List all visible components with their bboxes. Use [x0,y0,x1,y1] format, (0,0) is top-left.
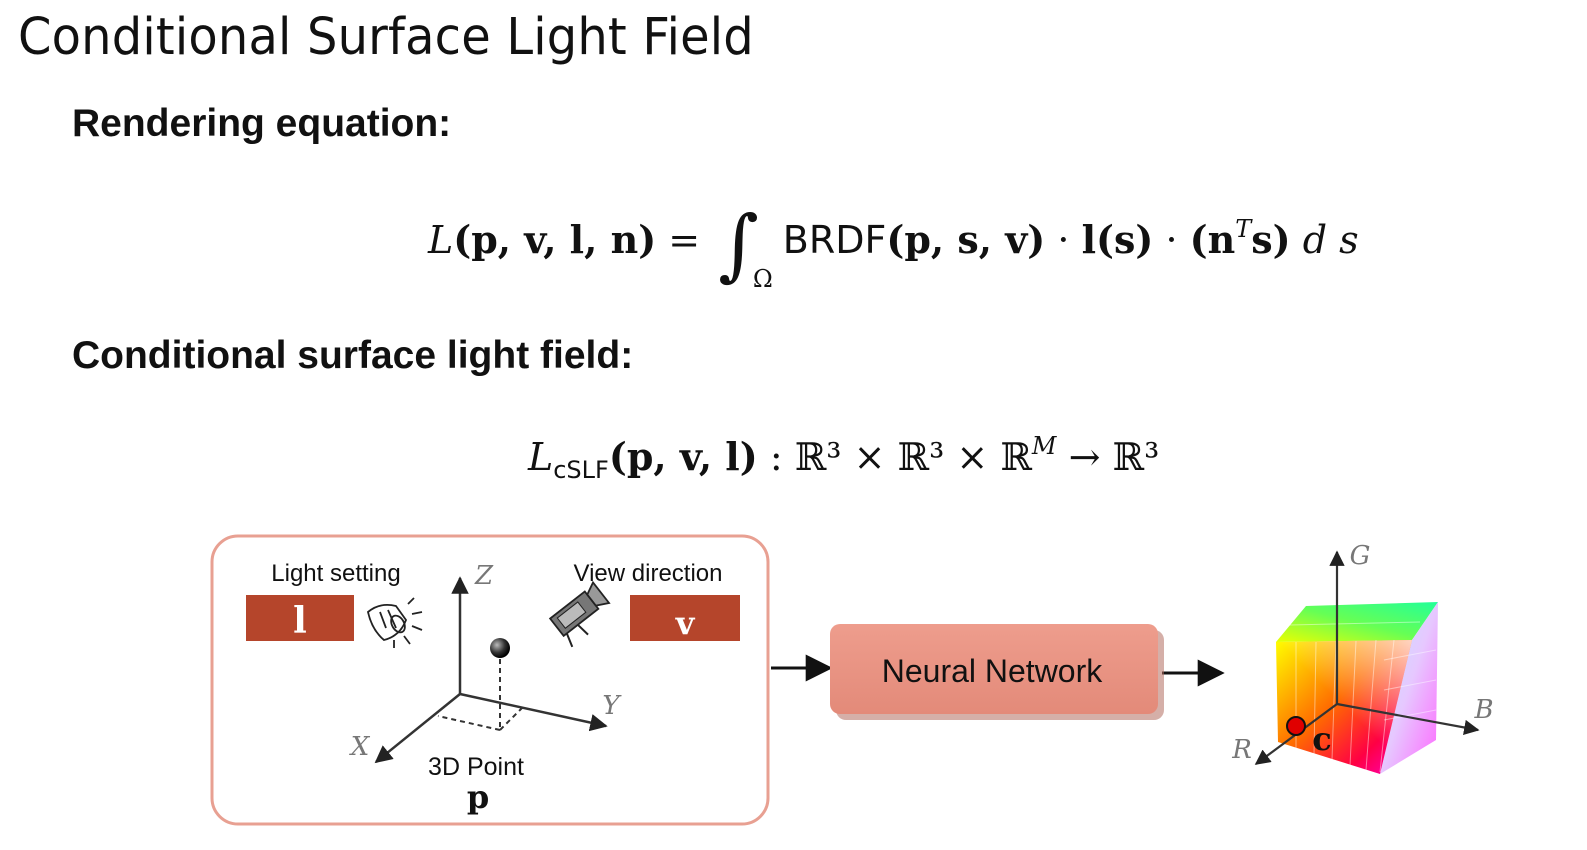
eq1-lhs-args: (p, v, l, n) [453,217,657,262]
light-setting-label: Light setting [271,560,400,587]
x-axis [374,693,461,764]
eq1-normal-close: s) [1251,217,1291,262]
cslf-equation: LcSLF(p, v, l) : ℝ³ × ℝ³ × ℝM → ℝ³ [528,432,1159,484]
eq2-domain: : ℝ³ × ℝ³ × ℝ [769,435,1032,479]
point-symbol: p [467,778,489,816]
eq2-domain-sup: M [1031,432,1057,460]
eq2-subscript: cSLF [553,456,609,484]
z-axis-label: Z [474,561,494,591]
point-sphere [490,638,510,658]
b-axis-label: B [1473,695,1493,725]
y-axis-label: Y [602,691,622,721]
view-param-box [630,595,740,641]
lamp-icon [367,597,423,648]
point-label: 3D Point [428,753,524,781]
color-symbol: c [1312,720,1331,758]
eq1-light-term: l(s) [1081,217,1154,262]
light-param-box [246,595,354,641]
integral-sign: ∫ [718,200,759,290]
neural-network-box [830,624,1158,714]
eq2-codomain: → ℝ³ [1068,435,1160,479]
camera-icon [548,580,611,648]
x-axis-label: X [349,732,371,762]
color-point [1286,716,1306,736]
slide-title: Conditional Surface Light Field [18,8,754,67]
eq1-brdf-label: BRDF [782,218,887,262]
view-direction-label: View direction [574,560,723,587]
eq1-equals: = [668,218,701,262]
eq1-normal-term: (n [1189,217,1236,262]
eq1-lhs-symbol: L [428,218,454,262]
eq1-brdf-args: (p, s, v) [886,217,1046,262]
eq1-differential: d s [1302,218,1359,262]
y-axis [459,692,608,732]
view-param-symbol: v [675,604,696,642]
rgb-cube [1276,602,1438,774]
g-axis-label: G [1350,541,1371,571]
rendering-equation-heading: Rendering equation: [72,102,452,145]
input-box [210,534,770,826]
b-axis [1336,702,1480,736]
neural-network-label: Neural Network [882,653,1104,689]
cslf-heading: Conditional surface light field: [72,334,634,377]
eq1-normal-sup: T [1235,215,1252,243]
eq1-integral-domain: Ω [752,265,773,293]
rendering-equation: L(p, v, l, n) = ∫ΩBRDF(p, s, v) · l(s) ·… [428,200,1359,293]
eq2-symbol: L [528,435,554,479]
light-param-symbol: l [293,600,307,642]
point-projection [437,650,523,731]
r-axis-label: R [1231,735,1252,765]
eq2-args: (p, v, l) [608,434,758,479]
